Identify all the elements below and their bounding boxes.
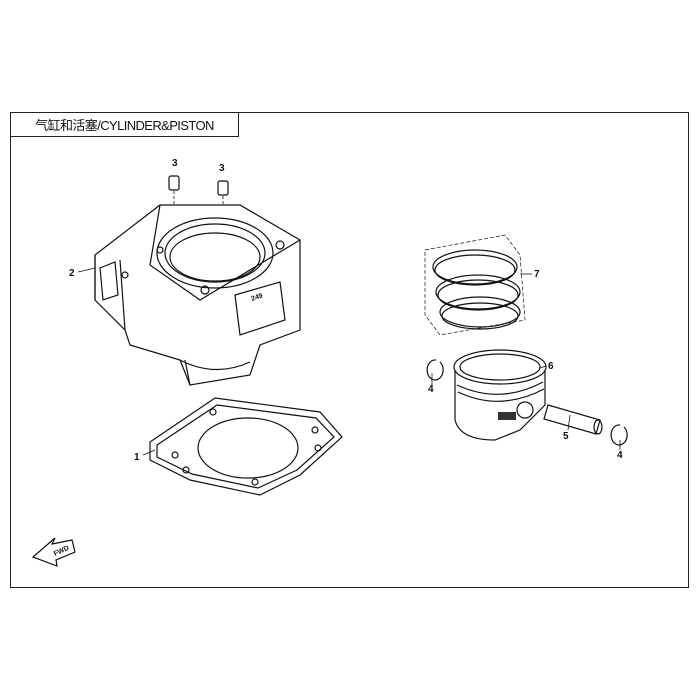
- forward-direction-arrow-icon: [31, 537, 76, 567]
- piston-pin[interactable]: [543, 404, 603, 435]
- callout-6-piston: 6: [548, 361, 554, 372]
- cylinder-block[interactable]: [94, 204, 301, 386]
- callout-1-gasket: 1: [134, 452, 140, 463]
- dowel-pin-right[interactable]: [217, 180, 229, 212]
- callout-5-piston-pin: 5: [563, 431, 569, 442]
- diagram-frame: [10, 112, 689, 588]
- callout-2-cylinder: 2: [69, 268, 75, 279]
- circlip-left[interactable]: [426, 359, 444, 381]
- circlip-right[interactable]: [610, 424, 628, 446]
- diagram-title: 气缸和活塞/CYLINDER&PISTON: [10, 112, 239, 137]
- leader-lines: [77, 267, 621, 456]
- piston[interactable]: [453, 349, 547, 441]
- callout-7-piston-rings: 7: [534, 269, 540, 280]
- cylinder-marking: 249: [250, 293, 263, 303]
- callout-3-dowel-right: 3: [219, 163, 225, 174]
- callout-4-circlip-left: 4: [428, 384, 434, 395]
- piston-ring-set[interactable]: [424, 234, 526, 336]
- callout-4-circlip-right: 4: [617, 450, 623, 461]
- cylinder-base-gasket[interactable]: [149, 397, 343, 496]
- callout-3-dowel-left: 3: [172, 158, 178, 169]
